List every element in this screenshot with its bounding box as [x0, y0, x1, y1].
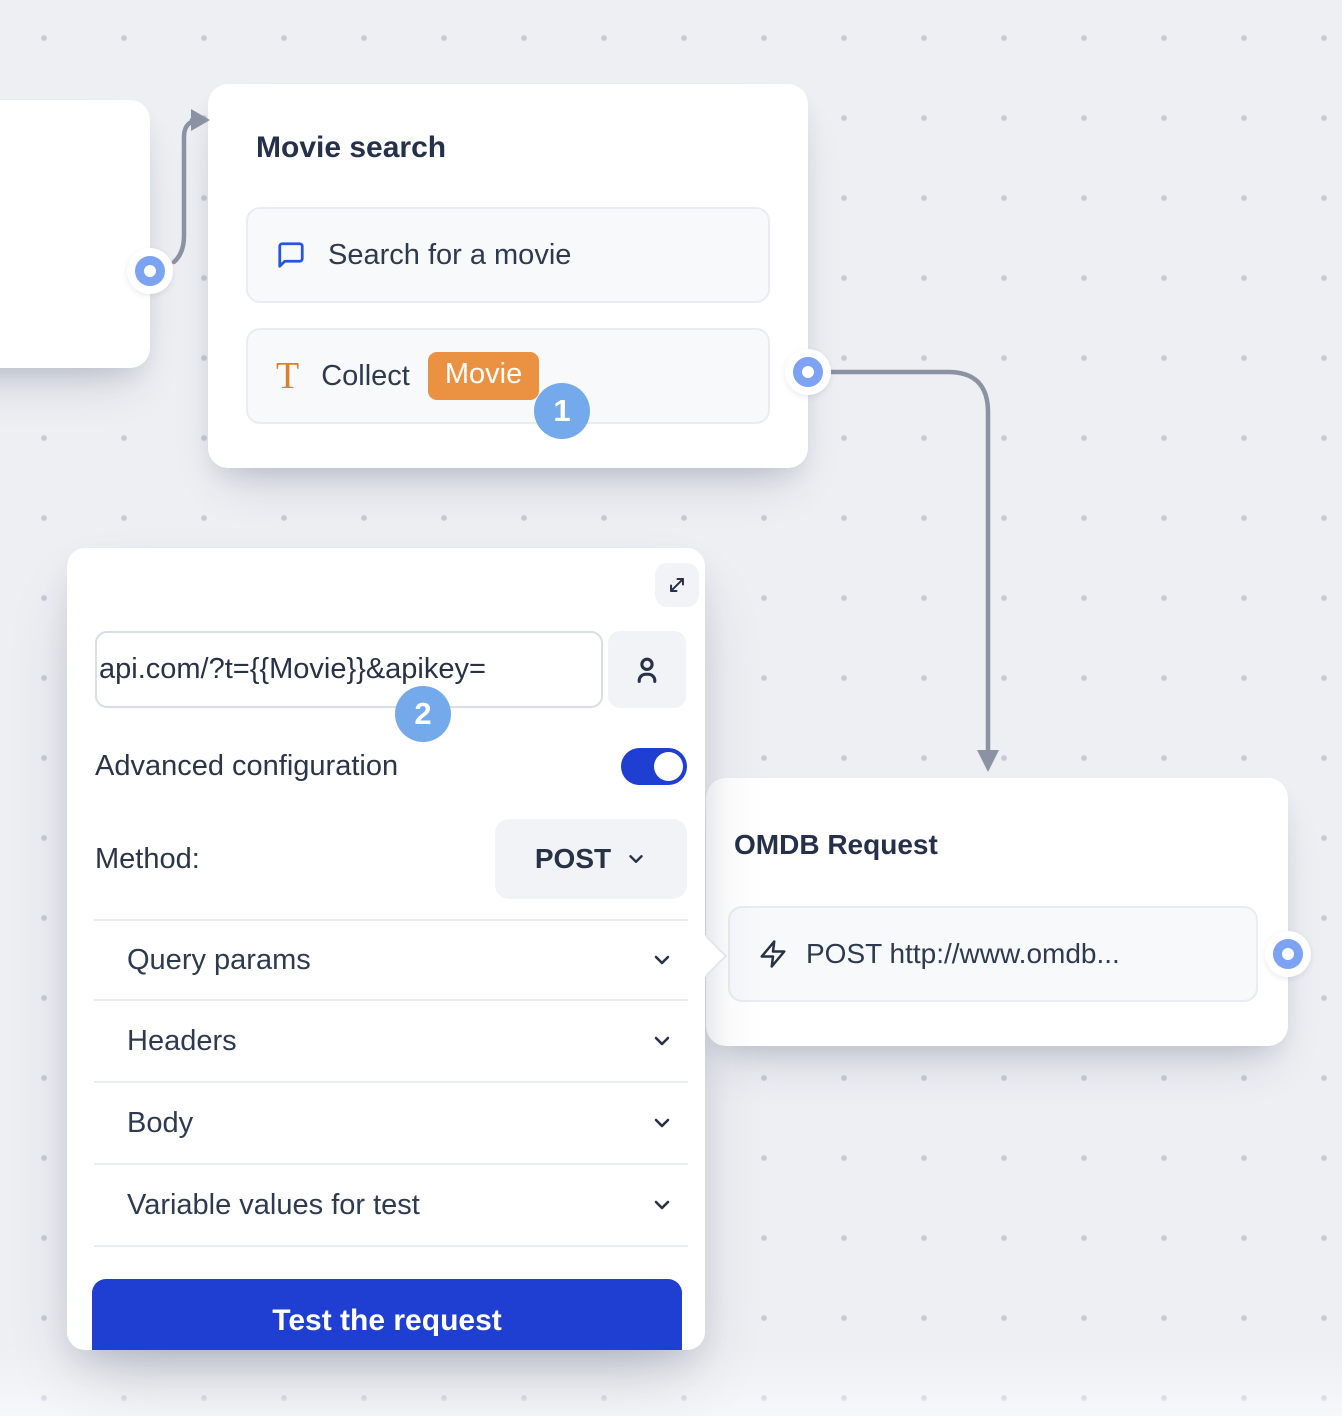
output-port-movie-search[interactable] — [785, 349, 831, 395]
expand-button[interactable] — [655, 563, 699, 607]
node-card-partial[interactable] — [0, 100, 150, 368]
section-label: Headers — [127, 1024, 237, 1057]
advanced-configuration-toggle[interactable] — [621, 747, 687, 785]
toggle-knob — [654, 751, 683, 781]
port-ring — [793, 357, 823, 387]
method-row: Method: POST — [95, 819, 687, 899]
connector-into-movie-search — [171, 117, 202, 265]
section-headers[interactable]: Headers — [94, 1001, 688, 1083]
request-config-panel: api.com/?t={{Movie}}&apikey= 2 Advanced … — [67, 548, 705, 1350]
node-title: OMDB Request — [734, 829, 938, 860]
section-body[interactable]: Body — [94, 1083, 688, 1165]
step-badge-1: 1 — [534, 383, 590, 439]
node-item-label: POST http://www.omdb... — [806, 938, 1120, 969]
node-card-omdb-request[interactable]: OMDB Request POST http://www.omdb... — [706, 778, 1288, 1046]
url-input-value: api.com/?t={{Movie}}&apikey= — [99, 653, 486, 685]
node-card-movie-search[interactable]: Movie search Search for a movie T Collec… — [208, 84, 808, 468]
node-title: Movie search — [256, 131, 447, 164]
arrowhead-down — [977, 750, 999, 772]
port-ring — [135, 256, 165, 286]
arrowhead-right — [191, 109, 210, 131]
text-input-icon: T — [276, 355, 300, 397]
advanced-configuration-row: Advanced configuration — [95, 744, 687, 788]
output-port-omdb-request[interactable] — [1265, 931, 1311, 977]
chevron-down-icon — [654, 1118, 670, 1128]
url-input[interactable]: api.com/?t={{Movie}}&apikey= — [95, 631, 603, 708]
chevron-down-icon — [654, 1200, 670, 1210]
node-item-label: Collect — [321, 359, 410, 392]
persona-button[interactable] — [608, 631, 686, 708]
chevron-down-icon — [629, 855, 643, 863]
expand-icon — [670, 578, 684, 592]
connector-movie-to-omdb — [823, 369, 991, 754]
chevron-down-icon — [654, 955, 670, 965]
section-label: Body — [127, 1106, 194, 1139]
section-label: Variable values for test — [127, 1188, 420, 1221]
variable-badge-movie: Movie — [427, 352, 540, 400]
section-query-params[interactable]: Query params — [94, 919, 688, 1001]
section-label: Query params — [127, 943, 311, 976]
chevron-down-icon — [654, 1036, 670, 1046]
node-item-label: Search for a movie — [328, 238, 572, 271]
person-icon — [637, 657, 657, 683]
test-request-button[interactable]: Test the request — [92, 1279, 682, 1350]
method-value: POST — [534, 843, 612, 874]
bottom-fade — [0, 1346, 1342, 1416]
node-item-collect-movie[interactable]: T Collect Movie — [246, 328, 770, 424]
method-select[interactable]: POST — [495, 819, 687, 899]
port-ring — [1273, 939, 1303, 969]
output-port-partial-node[interactable] — [127, 248, 173, 294]
node-item-search-for-movie[interactable]: Search for a movie — [246, 207, 770, 303]
config-sections: Query params Headers Body Variable value… — [94, 919, 688, 1247]
section-variable-values[interactable]: Variable values for test — [94, 1165, 688, 1247]
step-badge-2: 2 — [395, 686, 451, 742]
method-label: Method: — [95, 842, 200, 875]
chat-bubble-icon — [276, 240, 306, 270]
lightning-icon — [758, 939, 788, 969]
advanced-configuration-label: Advanced configuration — [95, 749, 399, 782]
node-item-post-request[interactable]: POST http://www.omdb... — [728, 906, 1258, 1002]
